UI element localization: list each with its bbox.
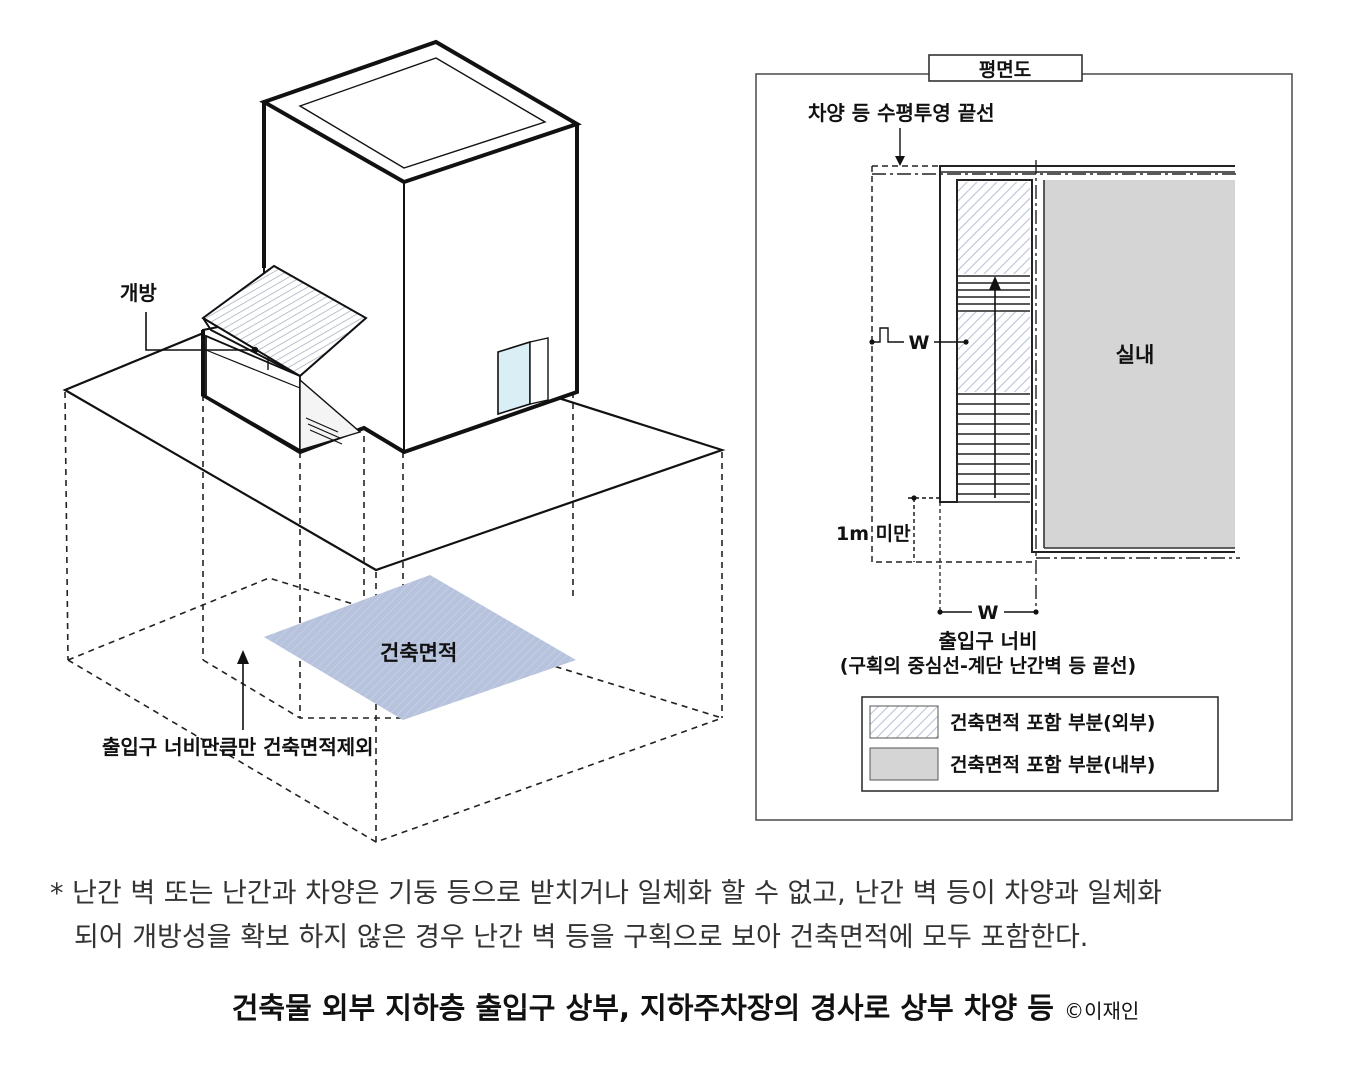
limit-dim-dot (911, 495, 917, 501)
stair-treads (958, 275, 1030, 503)
w-dimension-left (872, 327, 966, 343)
legend-swatch-hatch (869, 705, 939, 739)
tower-roof-inner (298, 57, 547, 169)
plan-title: 평면도 (979, 59, 1031, 81)
isometric-view: 개방 건축면적 출입구 너비만큼만 건축면적제외 (62, 39, 726, 843)
canopy-edge (202, 317, 301, 377)
entrance-opening (205, 334, 362, 452)
underground-projection (64, 391, 723, 843)
open-label: 개방 (120, 281, 157, 305)
tower-outline-base (201, 124, 579, 455)
w-dim-dot-right (963, 339, 969, 345)
diagram-canvas: 개방 건축면적 출입구 너비만큼만 건축면적제외 평면도 차양 등 수평투영 끝… (62, 39, 1293, 843)
footnote: * 난간 벽 또는 난간과 차양은 기둥 등으로 받치거나 일체화 할 수 없고… (50, 872, 1340, 960)
tower-window (497, 340, 531, 416)
plan-walls (939, 165, 1235, 553)
canopy-roof (201, 264, 368, 378)
caption-text: 건축물 외부 지하층 출입구 상부, 지하주차장의 경사로 상부 차양 등 (231, 991, 1065, 1025)
open-leader-dot (251, 346, 259, 354)
open-leader (145, 312, 254, 351)
w-dim-dot-left (869, 339, 875, 345)
plan-view: 평면도 차양 등 수평투영 끝선 실내 (755, 54, 1293, 821)
w-bottom-dot-right (1033, 609, 1039, 615)
tower-window-frame (529, 337, 549, 405)
eave-projection (871, 165, 1036, 563)
center-lines (872, 160, 1240, 610)
eave-line-label: 차양 등 수평투영 끝선 (808, 101, 995, 125)
indoor-area (1044, 180, 1235, 548)
building-area-fill (264, 575, 576, 720)
caption-credit: ©이재인 (1064, 999, 1140, 1023)
stair-hatch-top (958, 182, 1030, 274)
stair-up-arrow-head (989, 276, 1001, 290)
w-bottom-dot-left (937, 609, 943, 615)
footnote-line-2: 되어 개방성을 확보 하지 않은 경우 난간 벽 등을 구획으로 보아 건축면적… (74, 922, 1089, 953)
plan-title-box (928, 54, 1083, 82)
footnote-line-1: * 난간 벽 또는 난간과 차양은 기둥 등으로 받치거나 일체화 할 수 없고… (50, 878, 1162, 909)
eave-arrow-head (895, 156, 905, 166)
exclusion-label: 출입구 너비만큼만 건축면적제외 (102, 735, 374, 759)
exclusion-arrow-head (237, 650, 249, 664)
entrance-width-label: 출입구 너비 (939, 629, 1038, 653)
legend-swatch-gray (869, 747, 939, 781)
legend-label-outdoor: 건축면적 포함 부분(외부) (950, 712, 1155, 734)
legend-label-indoor: 건축면적 포함 부분(내부) (950, 754, 1155, 776)
stair-hatch-mid (958, 312, 1030, 392)
indoor-label: 실내 (1116, 343, 1155, 367)
w-label-bottom: W (978, 602, 999, 624)
entrance-width-sub: (구획의 중심선-계단 난간벽 등 끝선) (840, 655, 1136, 677)
w-label-left: W (909, 332, 930, 354)
figure-caption: 건축물 외부 지하층 출입구 상부, 지하주차장의 경사로 상부 차양 등 ©이… (0, 985, 1371, 1027)
building-area-label: 건축면적 (380, 641, 457, 665)
limit-label: 1m 미만 (836, 523, 911, 545)
